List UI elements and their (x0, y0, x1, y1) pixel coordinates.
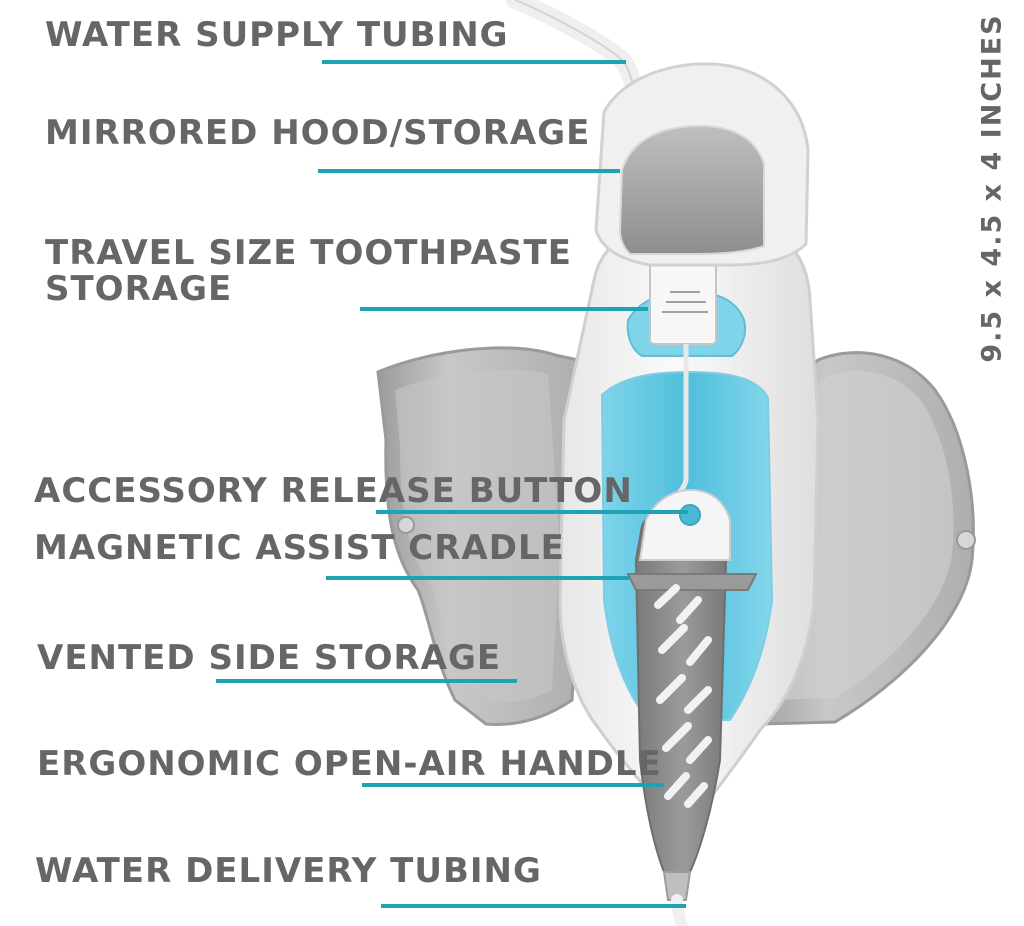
dimensions-label: 9.5 x 4.5 x 4 INCHES (972, 0, 1012, 926)
mirrored-hood-shape (594, 62, 810, 267)
accessory-release-button-label: ACCESSORY RELEASE BUTTON (34, 471, 633, 511)
vented-side-storage-label: VENTED SIDE STORAGE (37, 638, 502, 678)
mirrored-hood-storage-label: MIRRORED HOOD/STORAGE (45, 113, 591, 153)
water-delivery-tube-shape (671, 894, 688, 926)
left-storage-wing-shape (376, 346, 584, 726)
handle-shape (626, 488, 758, 901)
magnetic-assist-cradle-label: MAGNETIC ASSIST CRADLE (34, 528, 565, 568)
toothpaste-storage-label: TRAVEL SIZE TOOTHPASTE STORAGE (45, 233, 572, 309)
water-delivery-tubing-label: WATER DELIVERY TUBING (35, 851, 542, 891)
water-supply-tube-shape (506, 0, 649, 99)
dimensions-text: 9.5 x 4.5 x 4 INCHES (976, 13, 1008, 363)
water-supply-tubing-label: WATER SUPPLY TUBING (45, 15, 509, 55)
ergonomic-handle-label: ERGONOMIC OPEN-AIR HANDLE (37, 744, 662, 784)
